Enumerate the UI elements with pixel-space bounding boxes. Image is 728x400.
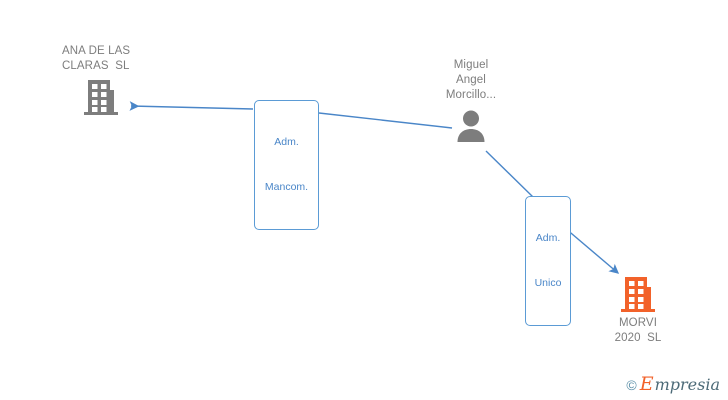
building-icon	[84, 80, 118, 115]
node-label-line: Morcillo...	[445, 89, 497, 101]
copyright-icon: ©	[626, 376, 637, 393]
edge-label-adm-unico[interactable]: Adm. Unico	[525, 196, 571, 326]
edge-label-line: Adm.	[535, 232, 561, 244]
building-icon	[621, 277, 655, 312]
node-label-line: Angel	[456, 74, 486, 86]
node-label-line: MORVI	[619, 317, 657, 329]
edge-label-line: Unico	[534, 277, 562, 289]
node-label-line: ANA DE LAS	[62, 45, 131, 57]
node-label-line: CLARAS SL	[62, 60, 130, 72]
edge-unico-label-to-morvi	[564, 227, 620, 274]
brand-name: mpresia	[654, 374, 720, 394]
graph-node-company-ana-de-las-claras[interactable]: ANA DE LAS CLARAS SL	[38, 44, 178, 117]
empresia-watermark: © E mpresia	[626, 375, 720, 394]
edge-label-line: Adm.	[274, 136, 299, 148]
node-label-line: 2020 SL	[614, 332, 662, 344]
edge-label-adm-mancom[interactable]: Adm. Mancom.	[254, 100, 319, 230]
graph-node-company-morvi-2020[interactable]: MORVI 2020 SL	[578, 274, 698, 346]
brand-initial: E	[639, 373, 654, 395]
edge-label-line: Mancom.	[264, 181, 309, 193]
edge-person-to-unico-label	[485, 150, 534, 198]
node-label-line: Miguel	[453, 59, 489, 71]
graph-node-person-miguel-angel-morcillo[interactable]: Miguel Angel Morcillo...	[415, 58, 527, 143]
person-icon	[457, 110, 485, 142]
